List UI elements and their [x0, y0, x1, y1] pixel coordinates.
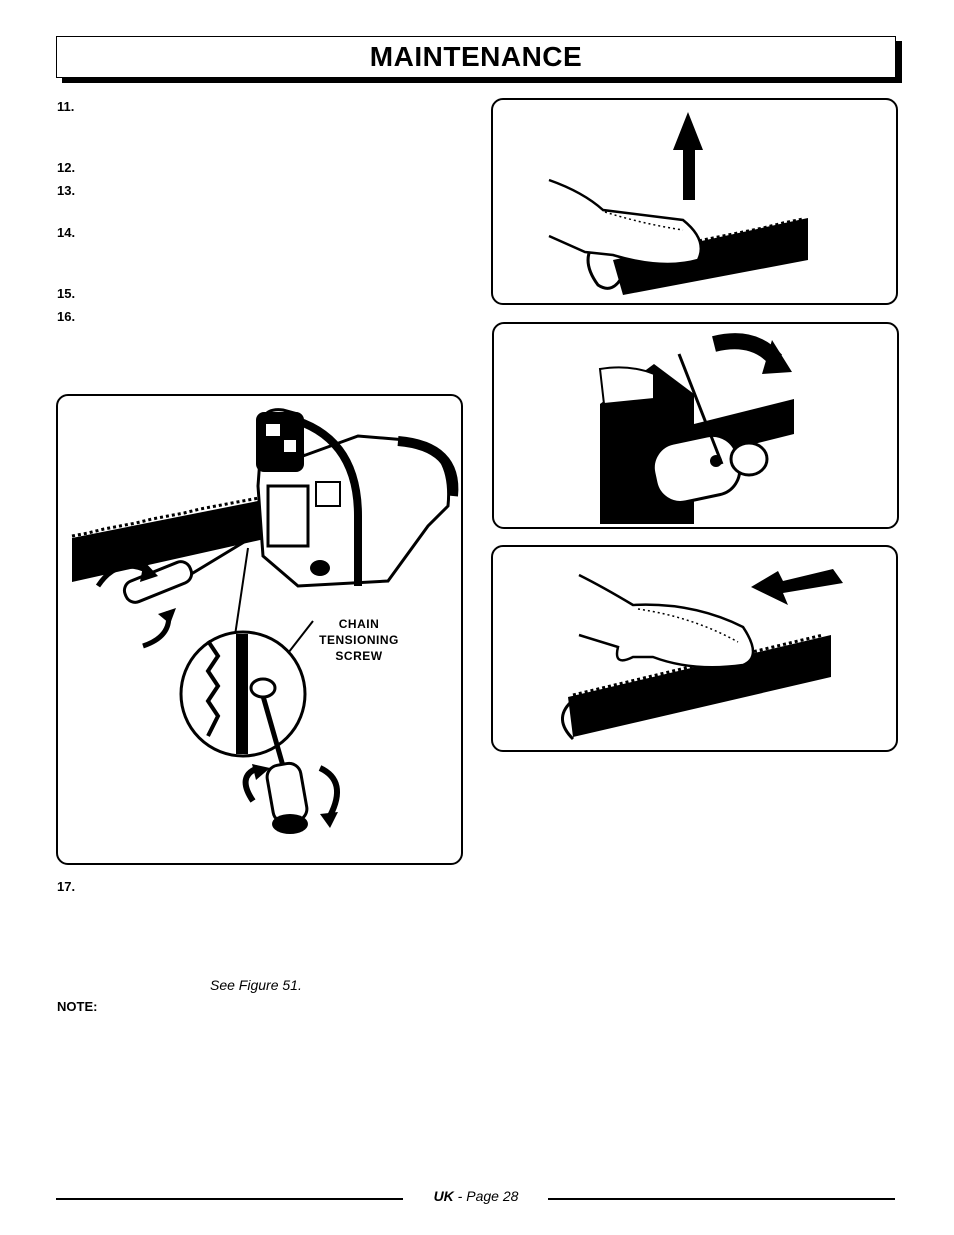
- footer-rule-left: [56, 1198, 403, 1200]
- step-number-17: 17.: [57, 879, 76, 894]
- figure-lift-bar: [491, 98, 898, 305]
- pull-chain-illustration: [561, 569, 843, 741]
- section-header: MAINTENANCE: [56, 36, 896, 78]
- chainsaw-tensioning-illustration: [71, 408, 459, 834]
- figure-chain-tensioning: [56, 394, 463, 865]
- note-label: NOTE:: [57, 999, 98, 1014]
- step-number-15: 15.: [57, 286, 76, 301]
- step-number-11: 11.: [57, 99, 75, 114]
- step-number-14: 14.: [57, 225, 76, 240]
- step-number-16: 16.: [57, 309, 76, 324]
- lift-bar-illustration: [548, 112, 808, 295]
- step-number-12: 12.: [57, 160, 76, 175]
- figure-reference: See Figure 51.: [210, 977, 302, 993]
- figure-pull-chain: [491, 545, 898, 752]
- page-footer: UK - Page 28: [433, 1188, 519, 1204]
- figure-tighten-nuts: [492, 322, 899, 529]
- chain-tensioning-screw-label: CHAIN TENSIONING SCREW: [319, 617, 399, 663]
- step-number-13: 13.: [57, 183, 76, 198]
- section-title: MAINTENANCE: [369, 41, 583, 72]
- footer-rule-right: [548, 1198, 895, 1200]
- tighten-nuts-illustration: [598, 333, 794, 524]
